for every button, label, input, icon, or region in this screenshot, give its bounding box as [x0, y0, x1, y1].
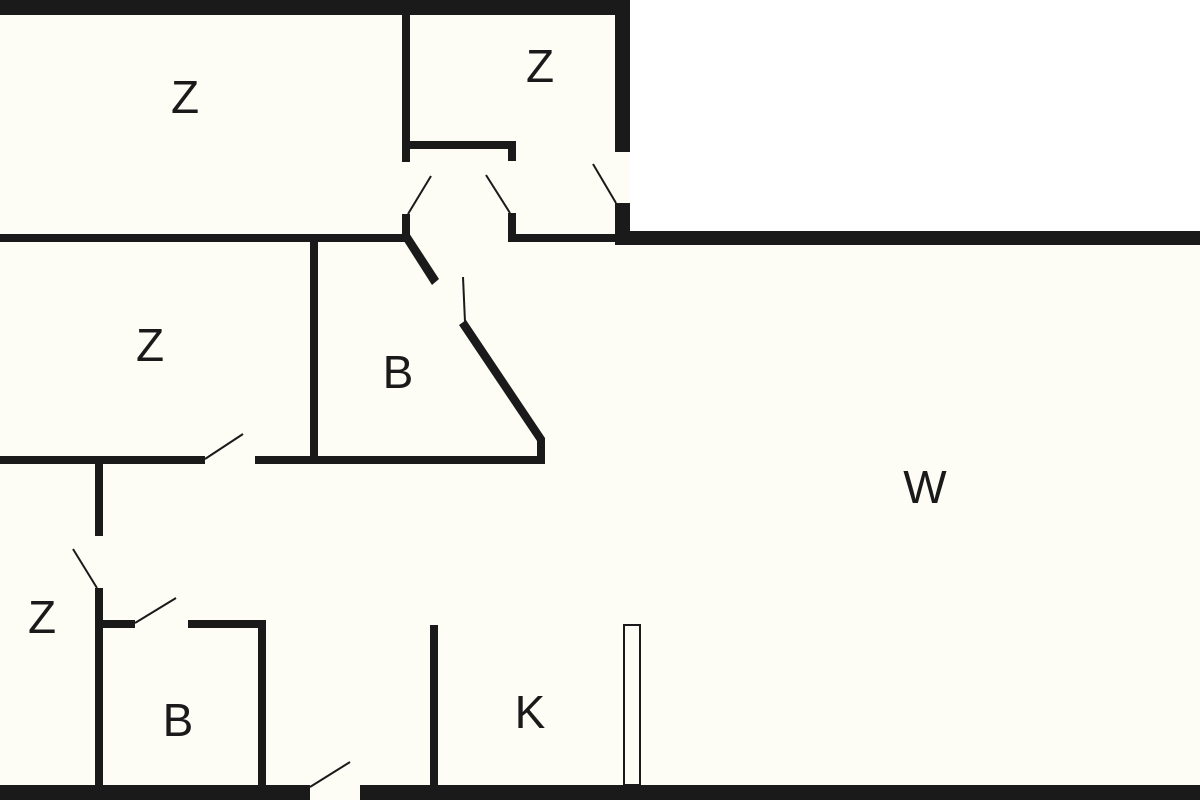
room-label-z: Z: [28, 591, 56, 643]
room-label-w: W: [903, 461, 947, 513]
wall: [95, 588, 103, 785]
room-label-z: Z: [136, 319, 164, 371]
wall: [508, 234, 618, 242]
wall: [95, 464, 103, 536]
room-label-z: Z: [526, 40, 554, 92]
door-swing: [462, 276, 466, 323]
room-label-b: B: [163, 694, 194, 746]
wall: [402, 214, 410, 242]
counter: [623, 624, 641, 786]
room-label-k: K: [515, 686, 546, 738]
wall: [508, 141, 516, 161]
door-swing: [309, 761, 351, 788]
wall: [310, 242, 318, 460]
doors: [72, 163, 617, 788]
door-swing: [485, 174, 511, 214]
wall: [615, 231, 1200, 245]
wall: [508, 213, 516, 242]
wall: [0, 456, 205, 464]
wall: [360, 785, 1200, 800]
wall: [0, 0, 630, 15]
door-swing: [72, 548, 98, 589]
door-swing: [407, 175, 432, 215]
door-swing: [134, 597, 177, 624]
room-labels: Z Z Z B W Z B K: [28, 40, 947, 746]
wall: [402, 233, 439, 285]
wall: [615, 0, 630, 152]
wall: [402, 15, 410, 162]
wall: [459, 320, 545, 464]
wall: [430, 625, 438, 785]
room-label-z: Z: [171, 71, 199, 123]
wall: [188, 620, 266, 628]
wall: [410, 141, 516, 149]
wall: [0, 234, 410, 242]
wall: [258, 620, 266, 785]
wall: [255, 456, 545, 464]
door-swing: [592, 163, 617, 204]
door-swing: [204, 433, 244, 460]
wall: [103, 620, 135, 628]
wall: [0, 785, 310, 800]
room-label-b: B: [383, 346, 414, 398]
